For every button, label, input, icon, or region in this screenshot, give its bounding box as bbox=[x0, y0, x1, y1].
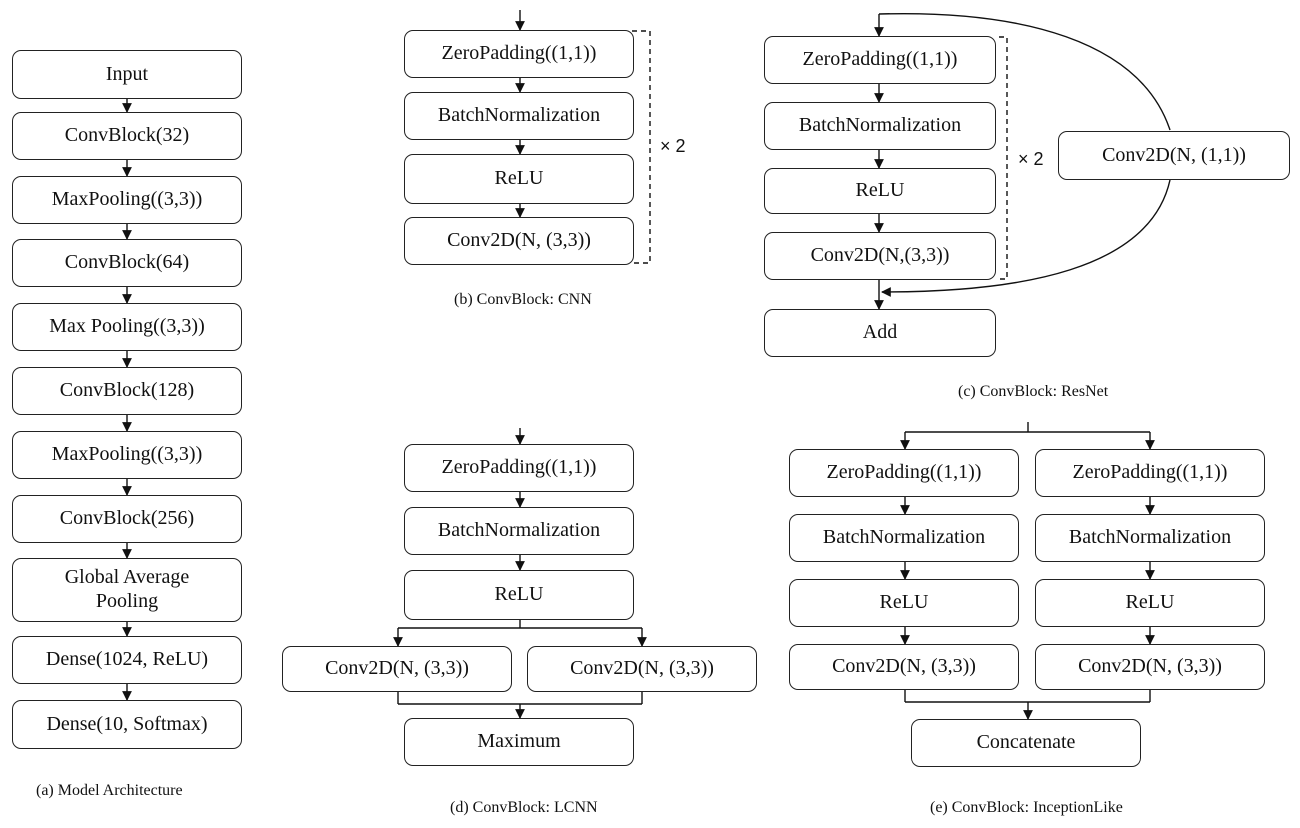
zeropadding-node: ZeroPadding((1,1)) bbox=[764, 36, 996, 84]
add-node: Add bbox=[764, 309, 996, 357]
right-batchnorm-node: BatchNormalization bbox=[1035, 514, 1265, 562]
caption-d: (d) ConvBlock: LCNN bbox=[450, 799, 598, 816]
dense-10-node: Dense(10, Softmax) bbox=[12, 700, 242, 749]
conv2d-right-node: Conv2D(N, (3,3)) bbox=[527, 646, 757, 692]
global-average-pooling-node: Global Average Pooling bbox=[12, 558, 242, 622]
shortcut-conv2d-node: Conv2D(N, (1,1)) bbox=[1058, 131, 1290, 180]
max-pooling-node: Max Pooling((3,3)) bbox=[12, 303, 242, 351]
zeropadding-node: ZeroPadding((1,1)) bbox=[404, 444, 634, 492]
caption-c: (c) ConvBlock: ResNet bbox=[958, 383, 1109, 400]
caption-e: (e) ConvBlock: InceptionLike bbox=[930, 799, 1123, 816]
batchnorm-node: BatchNormalization bbox=[404, 92, 634, 140]
relu-node: ReLU bbox=[764, 168, 996, 214]
left-conv2d-node: Conv2D(N, (3,3)) bbox=[789, 644, 1019, 690]
left-zeropadding-node: ZeroPadding((1,1)) bbox=[789, 449, 1019, 497]
batchnorm-node: BatchNormalization bbox=[764, 102, 996, 150]
maxpooling-node: MaxPooling((3,3)) bbox=[12, 431, 242, 479]
maxpooling-node: MaxPooling((3,3)) bbox=[12, 176, 242, 224]
batchnorm-node: BatchNormalization bbox=[404, 507, 634, 555]
maximum-node: Maximum bbox=[404, 718, 634, 766]
relu-node: ReLU bbox=[404, 154, 634, 204]
caption-a: (a) Model Architecture bbox=[36, 782, 183, 799]
conv2d-node: Conv2D(N,(3,3)) bbox=[764, 232, 996, 280]
right-relu-node: ReLU bbox=[1035, 579, 1265, 627]
dense-1024-node: Dense(1024, ReLU) bbox=[12, 636, 242, 684]
convblock-64-node: ConvBlock(64) bbox=[12, 239, 242, 287]
right-zeropadding-node: ZeroPadding((1,1)) bbox=[1035, 449, 1265, 497]
input-node: Input bbox=[12, 50, 242, 99]
relu-node: ReLU bbox=[404, 570, 634, 620]
right-conv2d-node: Conv2D(N, (3,3)) bbox=[1035, 644, 1265, 690]
zeropadding-node: ZeroPadding((1,1)) bbox=[404, 30, 634, 78]
convblock-256-node: ConvBlock(256) bbox=[12, 495, 242, 543]
left-batchnorm-node: BatchNormalization bbox=[789, 514, 1019, 562]
convblock-128-node: ConvBlock(128) bbox=[12, 367, 242, 415]
repeat-label: × 2 bbox=[660, 136, 686, 156]
conv2d-node: Conv2D(N, (3,3)) bbox=[404, 217, 634, 265]
repeat-label: × 2 bbox=[1018, 149, 1044, 169]
convblock-32-node: ConvBlock(32) bbox=[12, 112, 242, 160]
left-relu-node: ReLU bbox=[789, 579, 1019, 627]
conv2d-left-node: Conv2D(N, (3,3)) bbox=[282, 646, 512, 692]
caption-b: (b) ConvBlock: CNN bbox=[454, 291, 592, 308]
concatenate-node: Concatenate bbox=[911, 719, 1141, 767]
